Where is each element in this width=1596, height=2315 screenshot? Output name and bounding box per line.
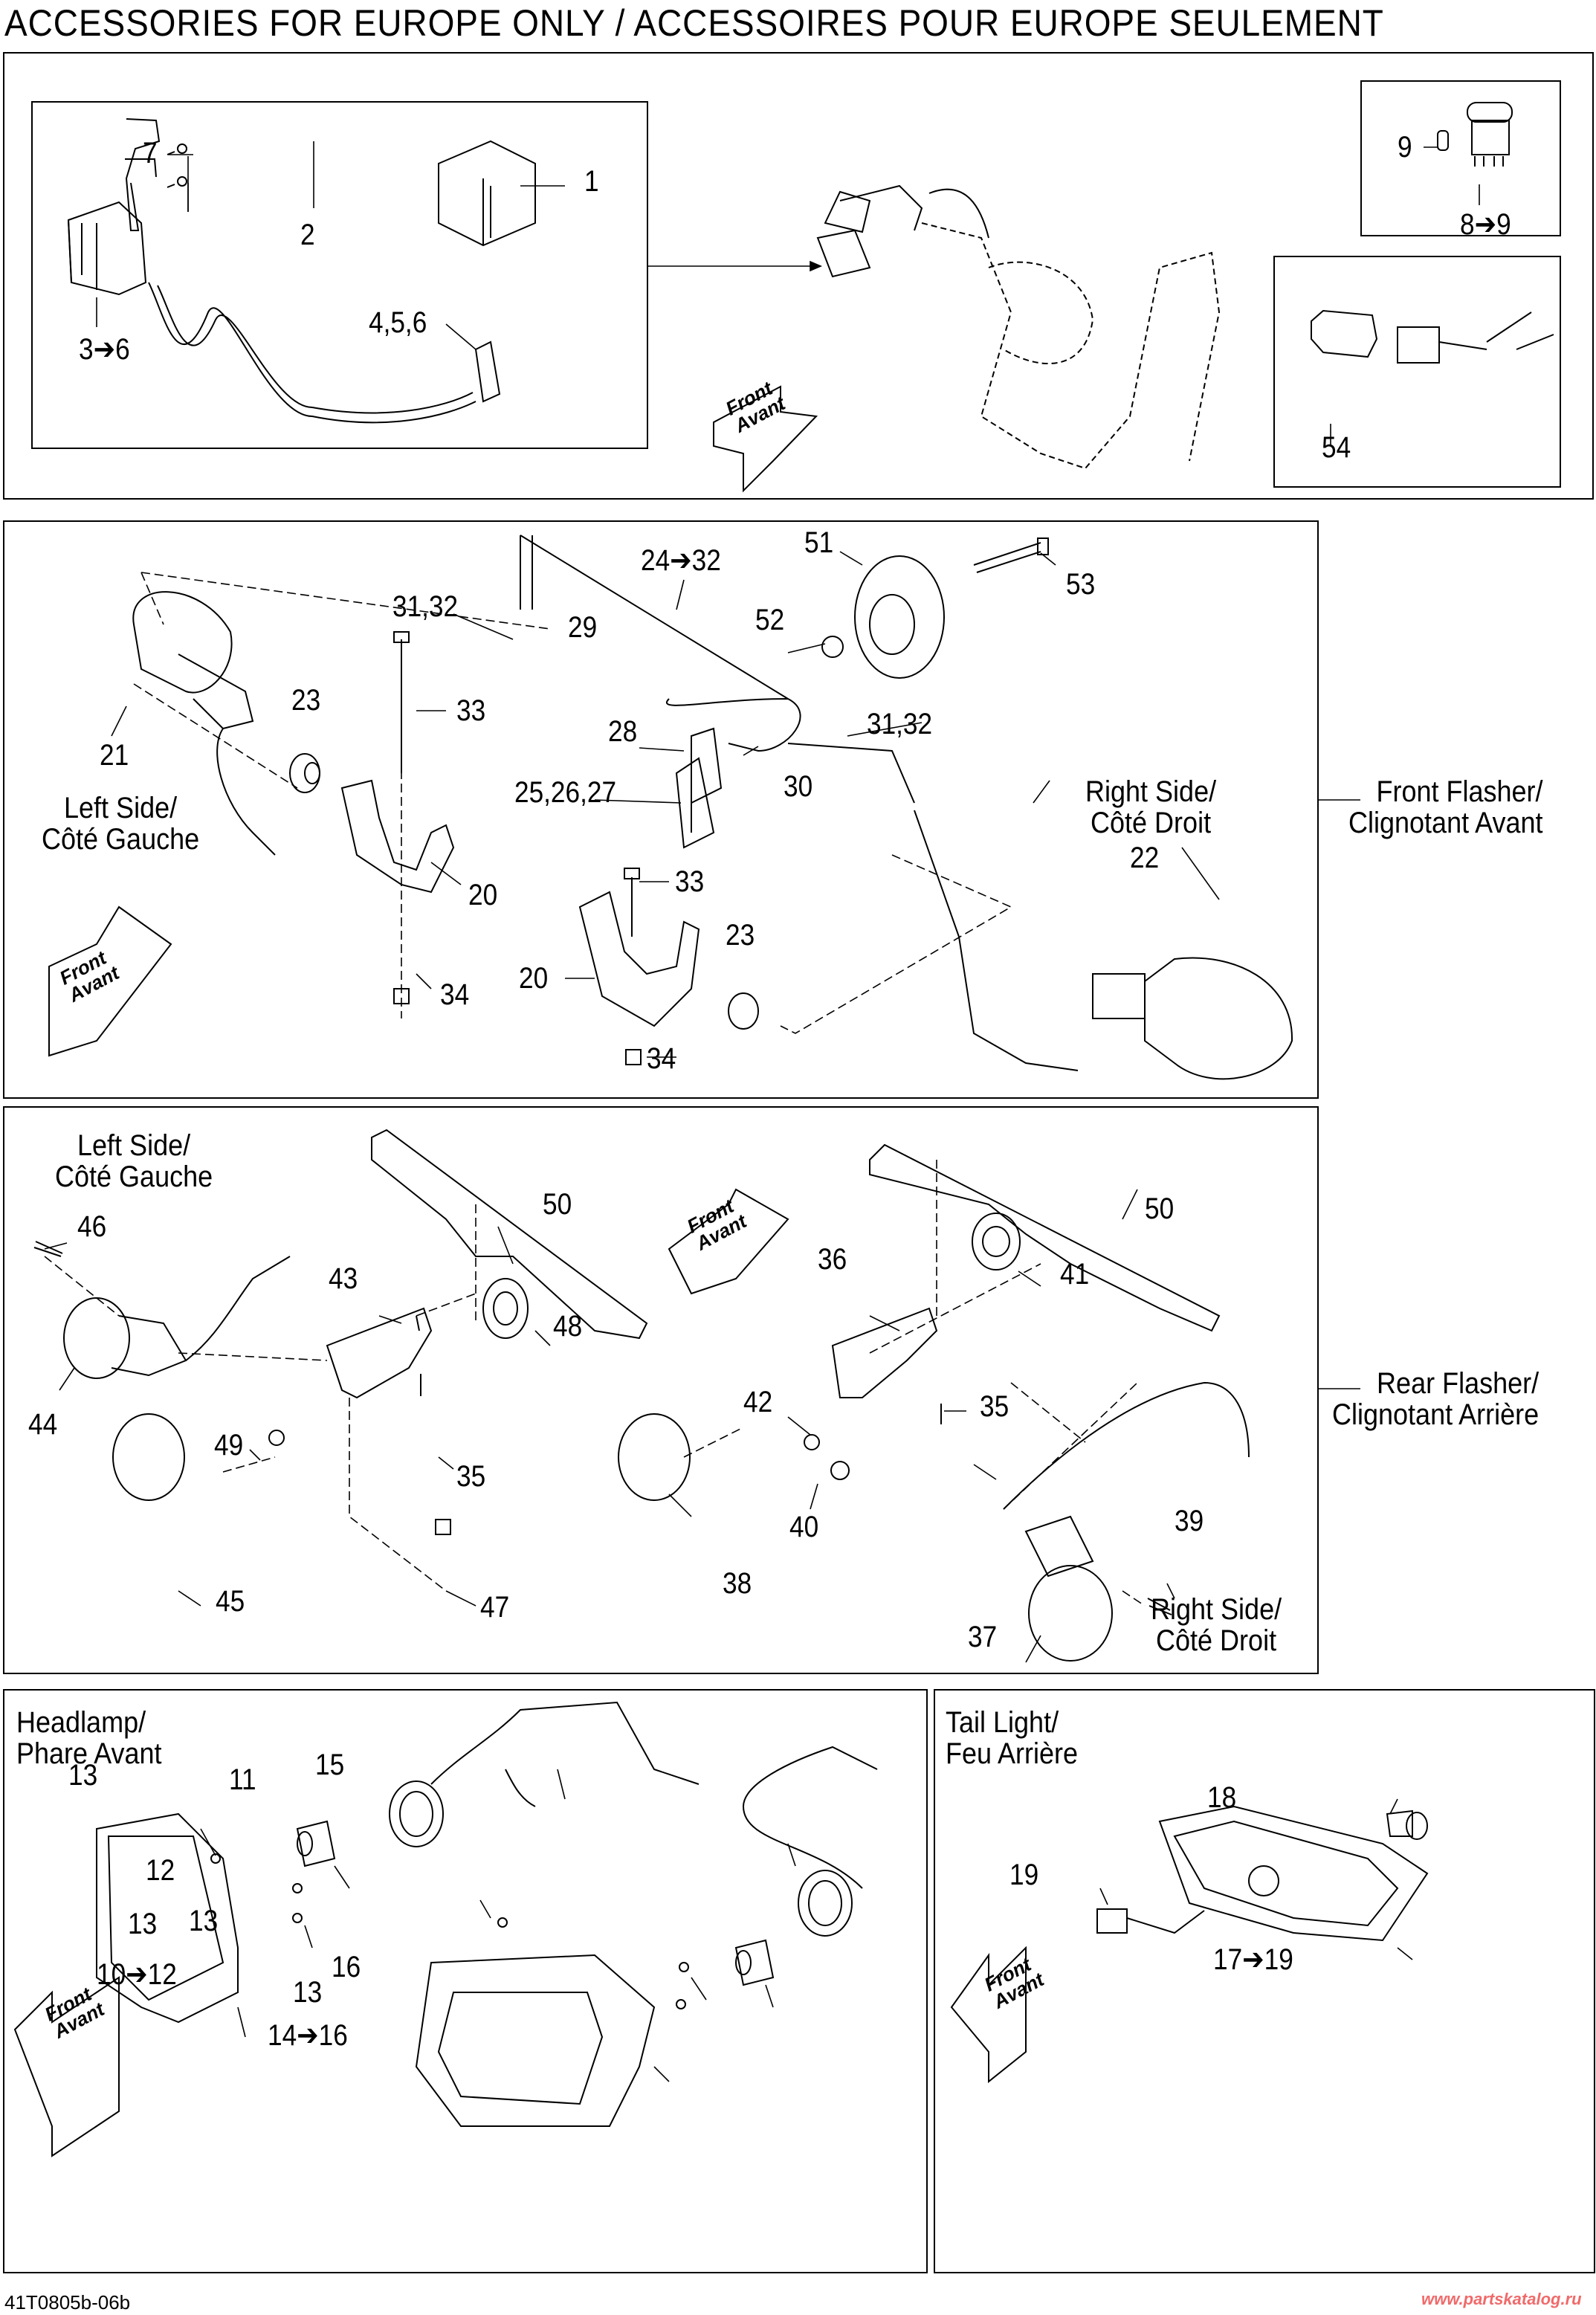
rear-flasher-section-title: Rear Flasher/ Clignotant Arrière [1332,1368,1539,1430]
callout-42: 42 [743,1386,773,1418]
callout-51: 51 [804,526,834,559]
cote-droit-label: Côté Droit [1156,1624,1277,1657]
callout-48: 48 [553,1310,583,1343]
callout-38: 38 [723,1567,752,1600]
front-flasher-section-title: Front Flasher/ Clignotant Avant [1348,776,1543,839]
callout-15: 15 [315,1749,345,1781]
left-side-label: Left Side/ [77,1129,191,1162]
callout-34-left: 34 [440,978,470,1011]
right-side-label: Right Side/ [1151,1593,1282,1626]
cote-gauche-label: Côté Gauche [55,1160,213,1193]
rear-flasher-label: Rear Flasher/ [1377,1367,1540,1400]
callout-34-right: 34 [647,1042,676,1075]
callout-29: 29 [568,611,598,644]
callout-35-right: 35 [980,1390,1009,1423]
callout-33-right: 33 [675,865,705,898]
section-headlamp [3,1689,928,2273]
callout-40: 40 [789,1511,819,1543]
callout-22: 22 [1130,842,1160,874]
front-flasher-left-side-caption: Left Side/ Côté Gauche [42,792,199,855]
callout-50-right: 50 [1145,1192,1175,1225]
callout-20-left: 20 [468,879,498,911]
page-title: ACCESSORIES FOR EUROPE ONLY / ACCESSOIRE… [4,2,1384,44]
callout-17-to-19: 17➔19 [1213,1943,1293,1976]
clignotant-arriere-label: Clignotant Arrière [1332,1398,1540,1431]
tail-light-label: Tail Light/ [946,1706,1059,1739]
callout-46: 46 [77,1210,107,1243]
callout-13-right: 13 [293,1976,323,2009]
headlamp-label: Headlamp/ [16,1706,146,1739]
callout-7: 7 [143,137,158,169]
rear-flasher-right-side-caption: Right Side/ Côté Droit [1151,1594,1282,1656]
callout-8-to-9: 8➔9 [1460,208,1511,241]
feu-arriere-label: Feu Arrière [946,1737,1079,1770]
callout-21: 21 [100,739,129,772]
callout-35-left: 35 [456,1460,486,1493]
left-side-label: Left Side/ [64,792,178,824]
callout-54: 54 [1322,431,1351,464]
callout-43: 43 [329,1262,358,1295]
section-rear-flasher [3,1106,1319,1674]
callout-25-26-27: 25,26,27 [514,776,617,809]
section-accessories-top [3,52,1594,500]
section-connector-cap [1273,256,1561,488]
callout-23-left: 23 [291,684,321,717]
callout-39: 39 [1175,1505,1204,1537]
callout-19: 19 [1009,1859,1039,1891]
callout-47: 47 [480,1591,510,1624]
callout-16: 16 [332,1951,361,1983]
callout-52: 52 [755,604,785,636]
callout-12: 12 [146,1854,175,1887]
phare-avant-label: Phare Avant [16,1737,162,1770]
callout-10-to-12: 10➔12 [97,1958,177,1991]
callout-13-bottom: 13 [189,1905,219,1937]
callout-13-top-left: 13 [68,1759,98,1792]
callout-36: 36 [818,1243,847,1276]
section-hazard-switch-kit [31,101,648,449]
right-side-label: Right Side/ [1085,775,1217,808]
section-hazard-button [1360,80,1561,236]
callout-13-mid-left: 13 [128,1908,158,1940]
callout-30: 30 [784,770,813,803]
front-flasher-label: Front Flasher/ [1376,775,1543,808]
callout-3-to-6: 3➔6 [79,333,130,366]
callout-11: 11 [229,1763,256,1796]
section-tail-light [934,1689,1595,2273]
callout-31-32-left: 31,32 [392,590,459,623]
callout-18: 18 [1207,1781,1237,1814]
clignotant-avant-label: Clignotant Avant [1348,807,1543,839]
callout-53: 53 [1066,568,1096,601]
drawing-code: 41T0805b-06b [4,2291,131,2314]
section-front-flasher [3,520,1319,1099]
callout-37: 37 [968,1621,998,1653]
callout-44: 44 [28,1408,58,1441]
cote-droit-label: Côté Droit [1091,807,1212,839]
callout-1: 1 [584,165,599,198]
callout-23-right: 23 [726,919,755,952]
callout-41: 41 [1060,1258,1090,1291]
front-flasher-right-side-caption: Right Side/ Côté Droit [1085,776,1216,839]
cote-gauche-label: Côté Gauche [42,823,200,856]
callout-28: 28 [608,715,638,748]
callout-50-left: 50 [543,1188,572,1221]
callout-14-to-16: 14➔16 [268,2019,348,2052]
rear-flasher-left-side-caption: Left Side/ Côté Gauche [55,1130,213,1192]
callout-33-left: 33 [456,694,486,727]
headlamp-section-title: Headlamp/ Phare Avant [16,1707,161,1769]
callout-2: 2 [300,219,315,251]
tail-light-section-title: Tail Light/ Feu Arrière [946,1707,1078,1769]
callout-9: 9 [1398,131,1412,164]
callout-20-right: 20 [519,962,549,995]
watermark-link[interactable]: www.partskatalog.ru [1421,2290,1582,2308]
callout-4-5-6: 4,5,6 [369,306,427,339]
callout-45: 45 [216,1585,245,1618]
callout-24-to-32: 24➔32 [641,544,721,577]
callout-31-32-right: 31,32 [867,708,933,740]
callout-49: 49 [214,1429,244,1462]
